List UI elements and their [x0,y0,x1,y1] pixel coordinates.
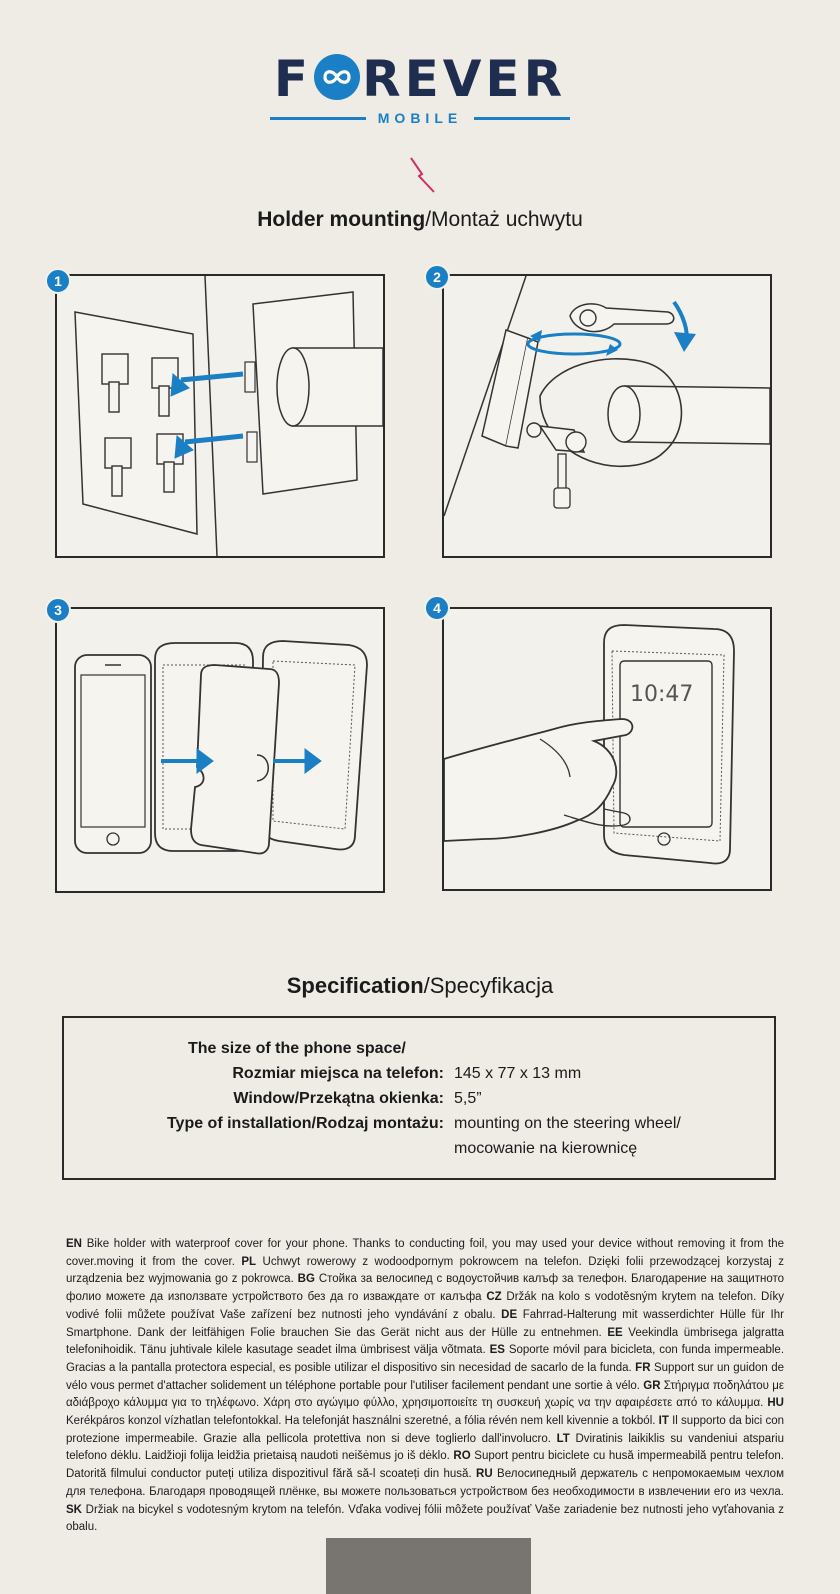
brand-wordmark: F REVER [0,50,840,108]
brand-logo: F REVER MOBILE [0,50,840,126]
desc-de: DE Fahrrad-Halterung mit wasserdichter H… [66,1308,784,1339]
desc-lt: LT Dviratinis laikiklis su vandeniui ats… [66,1432,784,1463]
brand-sub-text: MOBILE [377,110,463,126]
touch-screen-illustration: 10:47 [444,624,735,865]
desc-sk: SK Držiak na bicykel s vodotesným krytom… [66,1503,784,1534]
brand-rule-left [269,116,366,120]
desc-gr: GR Στήριγμα ποδηλάτου με αδιάβροχο κάλυμ… [66,1379,784,1410]
phone-insert-illustration [74,640,368,855]
infinity-icon [314,54,361,100]
desc-ee: EE Veekindla ümbrisega jalgratta telefon… [66,1326,785,1357]
desc-it: IT Il supporto da bici con protezione im… [66,1415,784,1445]
desc-en: EN Bike holder with waterproof cover for… [66,1238,784,1268]
desc-fr: FR Support sur un guidon de vélo vous pe… [66,1361,784,1392]
brand-subline: MOBILE [0,110,840,126]
multilingual-description: EN Bike holder with waterproof cover for… [66,1236,784,1537]
brand-rule-right [474,116,571,120]
step-2-number: 2 [424,264,450,290]
ink-mark-icon [410,157,435,193]
handlebar-clamp-illustration [444,276,770,517]
desc-es: ES Soporte móvil para bicicleta, con fun… [66,1344,785,1374]
step-4-number: 4 [424,595,450,621]
desc-pl: PL Uchwyt rowerowy z wodoodpornym pokrow… [66,1255,785,1286]
step-1-number: 1 [45,268,71,294]
desc-ru: RU Велосипедный держатель с непромокаемы… [66,1468,784,1498]
holder-base-clips-illustration [74,276,383,556]
brand-letters-rever: REVER [362,50,567,108]
tape-strip [326,1538,531,1594]
spec-title: Specification/Specyfikacja [286,973,554,998]
brand-letter-f: F [273,50,313,108]
spec-table: The size of the phone space/ Rozmiar mie… [62,1016,776,1180]
step-2-panel [442,274,772,558]
desc-hu: HU Kerékpáros konzol vízhatlan telefonto… [66,1397,784,1428]
step-1-panel [55,274,385,558]
desc-bg: BG Стойка за велосипед с водоустойчив ка… [66,1273,785,1304]
mounting-title: Holder mounting/Montaż uchwytu [257,208,583,231]
desc-ro: RO Suport pentru biciclete cu husă imper… [66,1450,784,1481]
clock-text: 10:47 [630,682,693,707]
step-3-number: 3 [45,597,71,623]
desc-cz: CZ Držák na kolo s vodotěsným krytem na … [66,1291,785,1321]
step-3-panel [55,607,385,893]
step-4-panel: 10:47 [442,607,772,891]
